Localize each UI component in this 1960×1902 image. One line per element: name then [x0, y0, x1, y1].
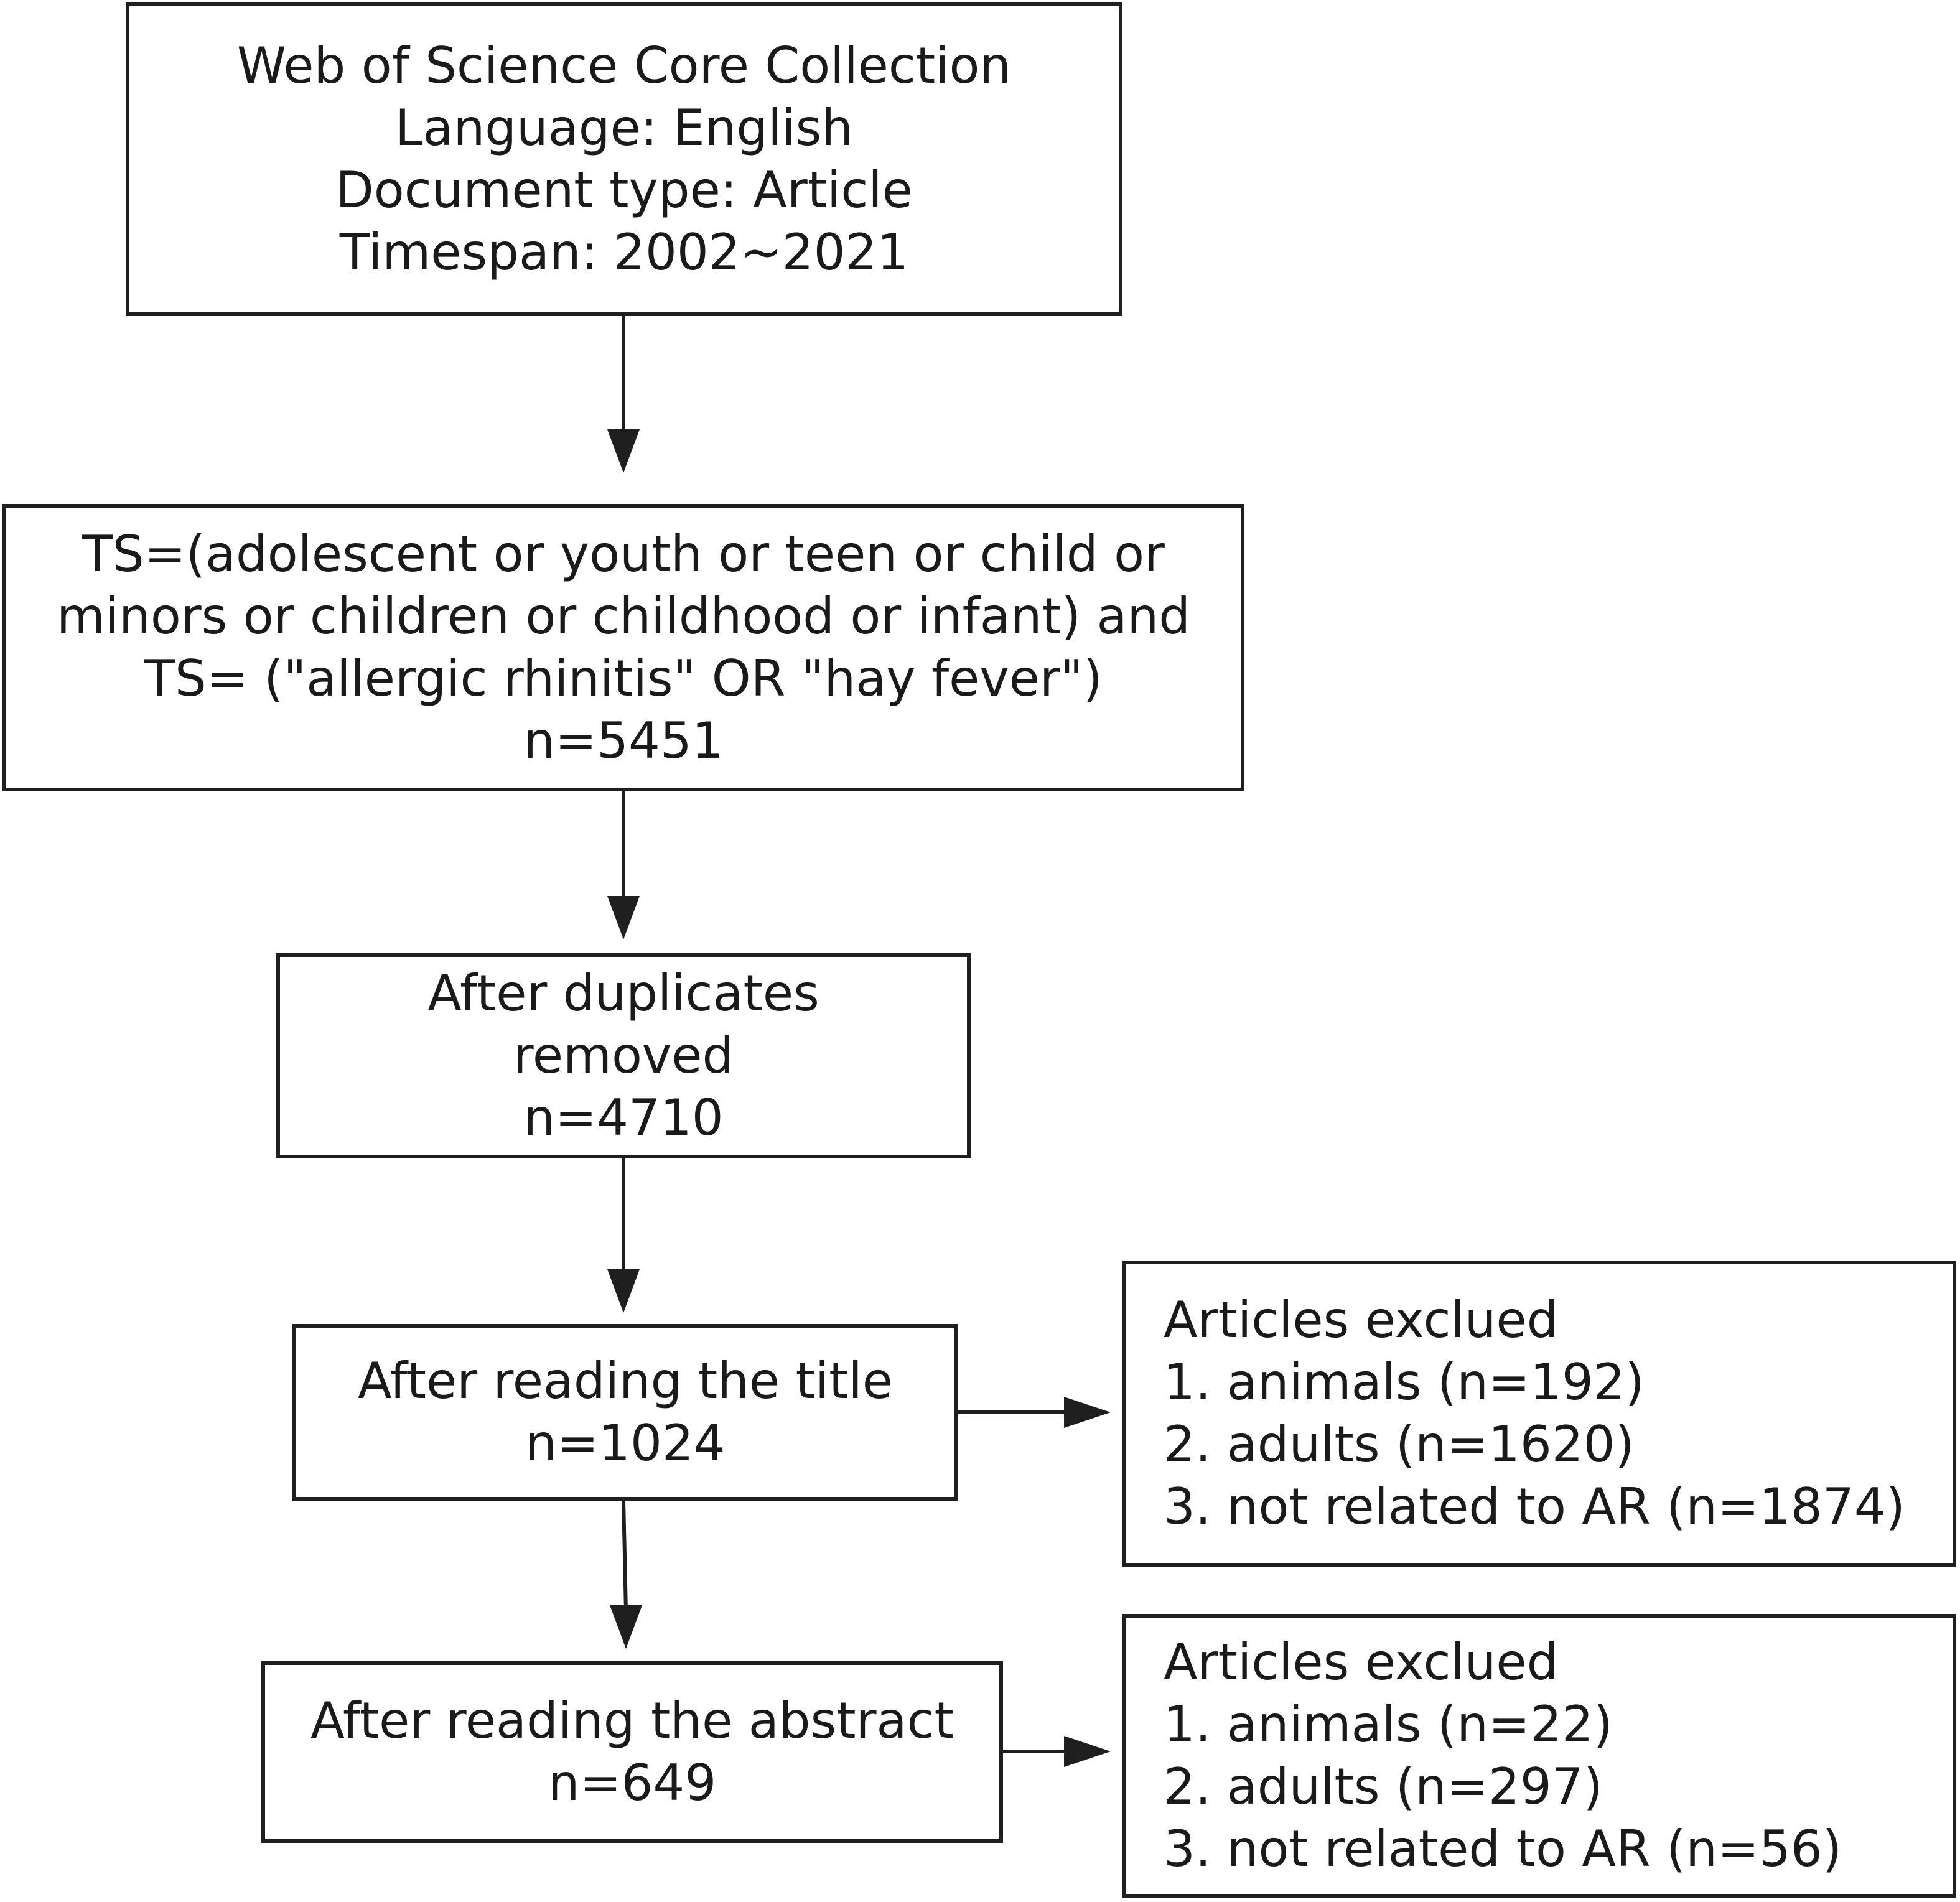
- source-line-4: Timespan: 2002~2021: [339, 223, 909, 281]
- source-box: Web of Science Core Collection Language:…: [126, 2, 1122, 316]
- abstract-screening-box: After reading the abstract n=649: [261, 1661, 1003, 1843]
- source-line-2: Language: English: [394, 99, 854, 157]
- title-exclusion-item-3: 3. not related to AR (n=1874): [1164, 1478, 1905, 1536]
- search-line-1: TS=(adolescent or youth or teen or child…: [82, 525, 1165, 583]
- title-exclusions-box: Articles exclued 1. animals (n=192) 2. a…: [1122, 1261, 1956, 1567]
- source-line-1: Web of Science Core Collection: [236, 37, 1012, 95]
- abstract-exclusion-item-1: 1. animals (n=22): [1164, 1695, 1613, 1753]
- title-exclusion-item-1: 1. animals (n=192): [1164, 1353, 1645, 1411]
- arrow-title-to-abstract: [610, 1500, 642, 1649]
- arrow-abstract-to-exclusions: [1003, 1736, 1111, 1767]
- title-line-1: After reading the title: [358, 1352, 893, 1410]
- duplicates-removed-box: After duplicates removed n=4710: [276, 953, 971, 1158]
- title-line-2: n=1024: [525, 1414, 726, 1472]
- search-query-box: TS=(adolescent or youth or teen or child…: [2, 504, 1244, 791]
- arrow-source-to-search: [607, 316, 640, 473]
- duplicates-line-1: After duplicates: [427, 964, 819, 1022]
- search-line-2: minors or children or childhood or infan…: [56, 587, 1191, 645]
- abstract-exclusions-box: Articles exclued 1. animals (n=22) 2. ad…: [1122, 1614, 1956, 1898]
- arrow-title-to-exclusions: [958, 1397, 1111, 1428]
- abstract-exclusion-item-3: 3. not related to AR (n=56): [1164, 1820, 1842, 1878]
- abstract-line-1: After reading the abstract: [310, 1692, 954, 1750]
- title-screening-box: After reading the title n=1024: [292, 1324, 958, 1501]
- title-exclusion-item-2: 2. adults (n=1620): [1164, 1415, 1635, 1473]
- abstract-exclusions-heading: Articles exclued: [1164, 1633, 1559, 1691]
- title-exclusions-heading: Articles exclued: [1164, 1291, 1559, 1349]
- source-line-3: Document type: Article: [335, 161, 913, 219]
- arrow-duplicates-to-title: [607, 1158, 640, 1313]
- abstract-line-2: n=649: [548, 1754, 717, 1812]
- arrow-search-to-duplicates: [607, 791, 640, 939]
- search-line-4: n=5451: [523, 712, 724, 770]
- duplicates-line-3: n=4710: [523, 1089, 724, 1147]
- abstract-exclusion-item-2: 2. adults (n=297): [1164, 1758, 1603, 1816]
- duplicates-line-2: removed: [513, 1027, 734, 1084]
- search-line-3: TS= ("allergic rhinitis" OR "hay fever"): [144, 650, 1103, 707]
